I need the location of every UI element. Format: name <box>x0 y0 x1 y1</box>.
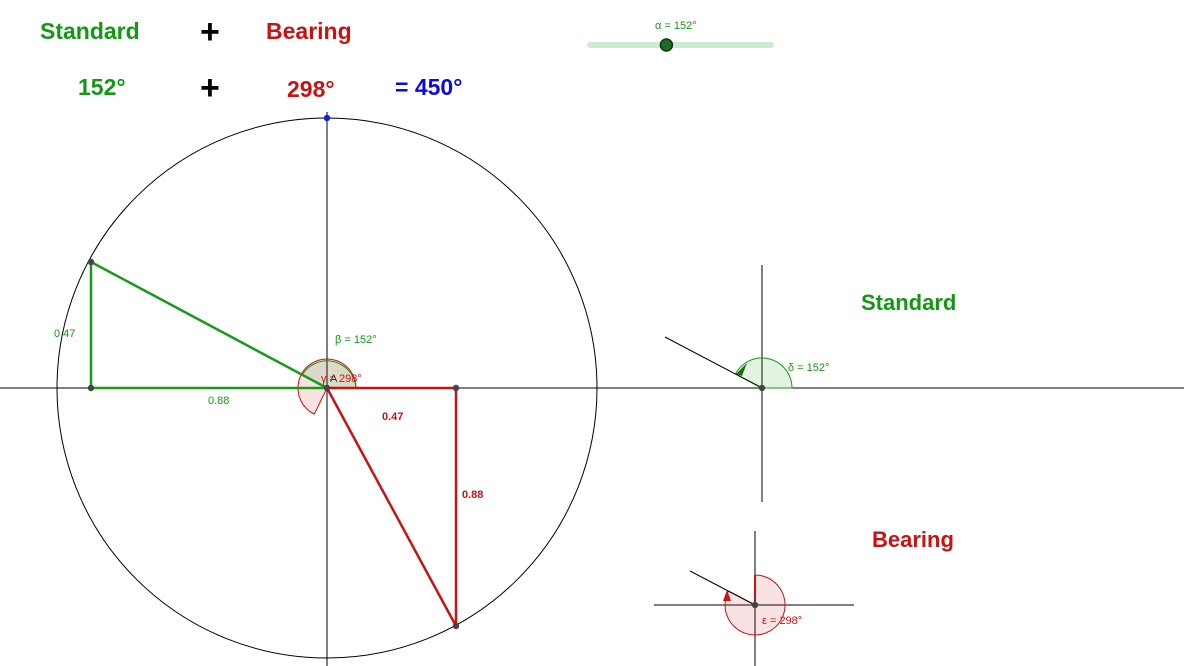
slider-knob[interactable] <box>659 38 674 52</box>
gamma-angle-label: γ = 298° <box>321 373 362 385</box>
delta-angle-label: δ = 152° <box>788 362 829 374</box>
standard-terminal-point[interactable] <box>87 258 95 266</box>
origin-point[interactable] <box>323 384 331 392</box>
standard-panel-ray <box>664 336 763 389</box>
bearing-foot-point[interactable] <box>452 384 460 392</box>
standard-foot-point[interactable] <box>87 384 95 392</box>
alpha-slider-label: α = 152° <box>655 20 697 32</box>
bearing-triangle <box>325 386 458 627</box>
bearing-panel-ray <box>689 570 756 606</box>
red-vertical-leg-label: 0.88 <box>462 489 483 501</box>
standard-panel-title: Standard <box>861 290 957 315</box>
bearing-angle-value: 298° <box>287 76 335 102</box>
bearing-panel-title: Bearing <box>872 527 954 552</box>
green-vertical-leg-label: 0.47 <box>54 328 75 340</box>
plus-sign-bottom: + <box>200 69 220 107</box>
angle-sum-value: = 450° <box>395 74 463 100</box>
north-point[interactable] <box>323 114 331 122</box>
center-point-label: A <box>330 373 338 385</box>
standard-triangle <box>89 259 328 390</box>
bearing-heading: Bearing <box>266 18 352 44</box>
green-horizontal-leg-label: 0.88 <box>208 395 229 407</box>
bearing-panel: ε = 298° <box>654 531 854 666</box>
plus-sign-top: + <box>200 13 220 51</box>
beta-angle-label: β = 152° <box>335 334 377 346</box>
bearing-panel-origin-point[interactable] <box>751 601 759 609</box>
epsilon-angle-label: ε = 298° <box>762 615 802 627</box>
delta-arrow-icon <box>736 363 747 376</box>
delta-angle-sector <box>734 357 793 389</box>
epsilon-arrow-icon <box>723 590 731 601</box>
standard-heading: Standard <box>40 18 140 44</box>
alpha-slider[interactable] <box>587 38 774 52</box>
standard-panel: δ = 152° <box>664 265 829 502</box>
standard-angle-value: 152° <box>78 74 126 100</box>
bearing-terminal-point[interactable] <box>452 622 460 630</box>
standard-panel-origin-point[interactable] <box>758 384 766 392</box>
red-horizontal-leg-label: 0.47 <box>382 411 403 423</box>
